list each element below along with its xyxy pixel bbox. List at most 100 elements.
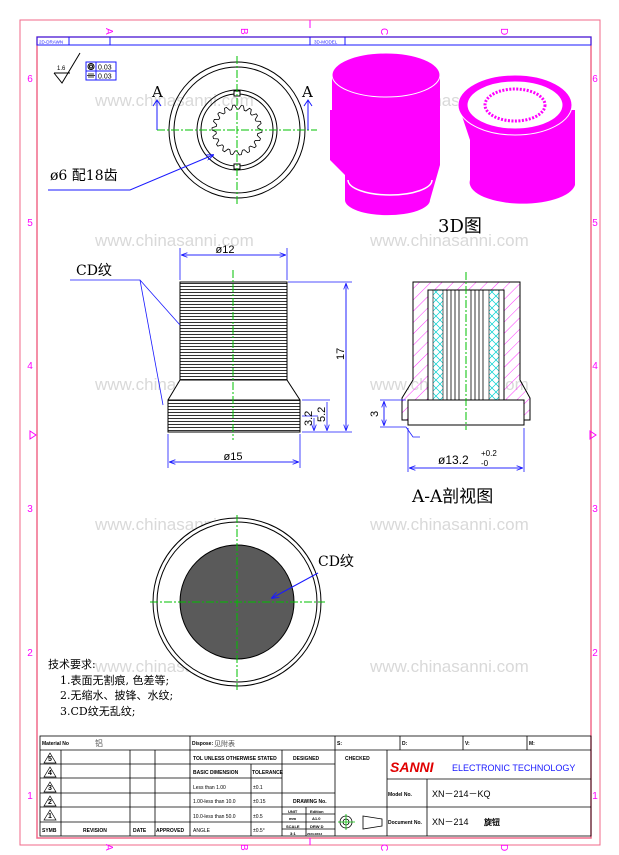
svg-text:DATE: DATE: [133, 828, 147, 834]
section-mark-a-right: A: [301, 83, 313, 101]
svg-text:www.chinasanni.com: www.chinasanni.com: [369, 657, 529, 676]
svg-text:技术要求:: 技术要求:: [48, 658, 96, 671]
svg-text:REVISION: REVISION: [83, 828, 107, 834]
cd-note-bottom: CD纹: [318, 554, 354, 570]
svg-text:2.无缩水、披锋、水纹;: 2.无缩水、披锋、水纹;: [60, 688, 173, 702]
svg-text:DRAWING No.: DRAWING No.: [293, 799, 327, 805]
svg-text:10.0-less than 50.0: 10.0-less than 50.0: [193, 814, 236, 820]
svg-text:±0.15: ±0.15: [253, 799, 266, 805]
svg-text:B: B: [238, 28, 249, 35]
svg-text:A: A: [103, 28, 114, 35]
iso-label: 3D图: [438, 216, 482, 237]
top-view: A A ø6 配18齿: [48, 56, 317, 204]
svg-text:UNIT: UNIT: [288, 809, 298, 814]
tol-upper: +0.2: [481, 449, 497, 458]
rev-symbol: 2: [48, 799, 52, 806]
dispose-label: Dispose:: [192, 741, 213, 747]
svg-text:5: 5: [27, 218, 33, 229]
svg-text:ANGLE: ANGLE: [193, 828, 211, 834]
company-name: ELECTRONIC TECHNOLOGY: [452, 763, 575, 773]
svg-text:3: 3: [27, 504, 33, 515]
svg-text:S:: S:: [337, 741, 342, 747]
dim-h1: 5.2: [316, 407, 328, 422]
svg-text:SYMB: SYMB: [42, 828, 57, 834]
svg-text:Less than 1.00: Less than 1.00: [193, 785, 226, 791]
dim-bottom-dia: ø15: [224, 451, 243, 463]
cd-note-front: CD纹: [76, 263, 112, 279]
rev-symbol: 3: [48, 785, 52, 792]
svg-text:CHECKED: CHECKED: [345, 756, 370, 762]
svg-text:1: 1: [27, 791, 33, 802]
watermarks: www.chinasanni.com www.chinasanni.com ww…: [94, 91, 529, 676]
svg-text:3D-MODEL: 3D-MODEL: [314, 40, 338, 45]
svg-text:3: 3: [592, 504, 598, 515]
svg-text:2: 2: [27, 648, 33, 659]
svg-text:mm: mm: [289, 816, 297, 821]
svg-text:A: A: [103, 844, 114, 851]
svg-text:0.03: 0.03: [98, 74, 112, 81]
svg-text:B: B: [238, 844, 249, 851]
svg-text:www.chinasanni.com: www.chinasanni.com: [369, 231, 529, 250]
svg-text:1.6: 1.6: [57, 66, 66, 72]
section-view-a-a: 3 ø13.2 +0.2 -0 A-A剖视图: [369, 272, 531, 507]
sheet-frame: 2D-DRAWN 3D-MODEL 6 5 4 3 2 1 6 5 4 3 2 …: [19, 19, 601, 851]
svg-text:TOL UNLESS OTHERWISE STATED: TOL UNLESS OTHERWISE STATED: [193, 756, 277, 762]
svg-text:2023-08/13: 2023-08/13: [307, 832, 323, 836]
rev-symbol: 1: [48, 813, 52, 820]
dim-section-dia: ø13.2: [438, 453, 469, 467]
svg-text:C: C: [378, 844, 389, 851]
rev-symbol: 4: [48, 770, 52, 777]
surface-roughness-symbol: 1.6: [53, 52, 81, 84]
svg-text:TOLERANCE: TOLERANCE: [252, 770, 284, 776]
svg-text:D:: D:: [402, 741, 408, 747]
svg-text:M:: M:: [529, 741, 535, 747]
document-name: 旋钮: [483, 817, 500, 827]
bottom-view: CD纹: [150, 515, 354, 690]
svg-text:DRW D: DRW D: [310, 824, 324, 829]
section-title: A-A剖视图: [411, 487, 493, 507]
svg-text:6: 6: [27, 74, 33, 85]
svg-text:BASIC DIMENSION: BASIC DIMENSION: [193, 770, 239, 776]
svg-text:5: 5: [592, 218, 598, 229]
material-label: Material No: [42, 741, 69, 747]
svg-text:2: 2: [592, 648, 598, 659]
dim-top-dia: ø12: [216, 244, 235, 256]
svg-text:±0.5: ±0.5: [253, 814, 263, 820]
svg-text:A1.0: A1.0: [312, 816, 321, 821]
svg-text:Document No.: Document No.: [388, 820, 423, 826]
svg-text:Model No.: Model No.: [388, 792, 412, 798]
section-mark-a-left: A: [151, 83, 163, 101]
geometric-tolerance-frame: 0.03 0.03: [85, 61, 117, 81]
tol-lower: -0: [481, 459, 489, 468]
svg-text:0.03: 0.03: [98, 65, 112, 72]
svg-text:www.chinasanni.com: www.chinasanni.com: [94, 231, 254, 250]
svg-text:1.00-less than 10.0: 1.00-less than 10.0: [193, 799, 236, 805]
svg-text:1.表面无割痕, 色差等;: 1.表面无割痕, 色差等;: [60, 673, 169, 687]
svg-text:www.chinasanni.com: www.chinasanni.com: [369, 515, 529, 534]
svg-text:2D-DRAWN: 2D-DRAWN: [39, 40, 63, 45]
dim-height: 17: [335, 348, 347, 360]
svg-text:4: 4: [27, 361, 33, 372]
svg-text:APPROVED: APPROVED: [156, 828, 184, 834]
svg-text:SCALE: SCALE: [286, 824, 300, 829]
gear-note: ø6 配18齿: [50, 168, 118, 184]
model-number: XN－214－KQ: [432, 789, 491, 799]
svg-text:DESIGNED: DESIGNED: [293, 756, 320, 762]
document-number: XN－214: [432, 817, 469, 827]
svg-text:1: 1: [592, 791, 598, 802]
material-value: 铝: [95, 738, 103, 748]
svg-text:Edition: Edition: [310, 809, 324, 814]
svg-text:www.chinasanni.com: www.chinasanni.com: [94, 91, 254, 110]
dim-h2: 3.2: [303, 411, 315, 426]
svg-text:C: C: [378, 28, 389, 35]
technical-notes: 技术要求: 1.表面无割痕, 色差等; 2.无缩水、披锋、水纹; 3.CD纹无乱…: [48, 658, 173, 718]
svg-text:±0.1: ±0.1: [253, 785, 263, 791]
svg-text:±0.5°: ±0.5°: [253, 828, 265, 834]
dim-section-height: 3: [369, 411, 381, 417]
svg-text:4: 4: [592, 361, 598, 372]
title-block: [39, 735, 592, 837]
rev-symbol: 5: [48, 756, 52, 763]
dispose-value: 见附表: [214, 739, 235, 748]
